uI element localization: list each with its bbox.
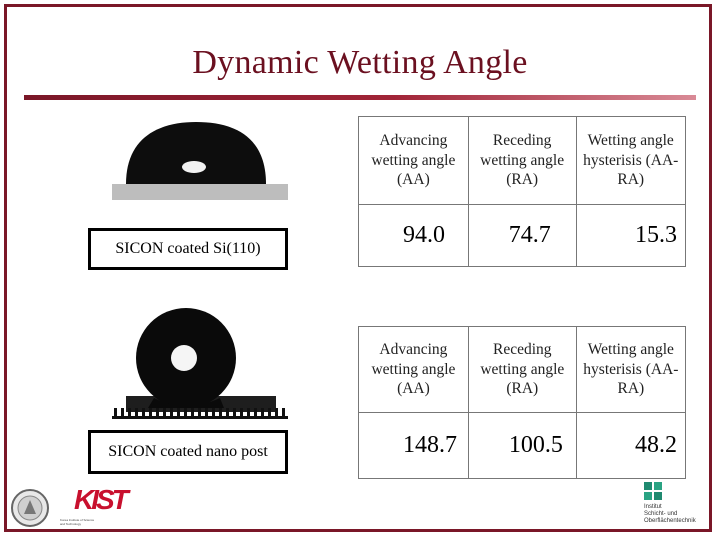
title-underline (24, 95, 696, 100)
kist-caption: Korea Institute of Science and Technolog… (60, 518, 95, 526)
wetting-table-nanopost: Advancing wetting angle (AA) Receding we… (358, 326, 687, 479)
header-advancing: Advancing wetting angle (AA) (358, 326, 469, 413)
header-receding: Receding wetting angle (RA) (467, 326, 577, 413)
droplet-image-flat (112, 118, 288, 200)
header-hysteresis: Wetting angle hysterisis (AA-RA) (575, 116, 686, 205)
value-hysteresis: 48.2 (575, 412, 687, 479)
header-hysteresis: Wetting angle hysterisis (AA-RA) (575, 326, 687, 413)
header-receding: Receding wetting angle (RA) (467, 116, 577, 205)
value-advancing: 148.7 (358, 412, 469, 479)
institute-logo: Institut Schicht- und Oberflächentechnik (640, 482, 710, 532)
institute-caption: Institut Schicht- und Oberflächentechnik (644, 504, 696, 524)
sample-label-flat: SICON coated Si(110) (88, 228, 288, 270)
header-advancing: Advancing wetting angle (AA) (358, 116, 469, 205)
kist-letters: KIST (74, 484, 129, 515)
slide-title: Dynamic Wetting Angle (192, 44, 528, 81)
droplet-image-nanopost (112, 304, 288, 436)
value-receding: 74.7 (467, 204, 577, 267)
university-seal-icon (11, 489, 49, 527)
value-receding: 100.5 (467, 412, 577, 479)
sample-label-nanopost: SICON coated nano post (88, 430, 288, 474)
slide-frame (4, 4, 712, 532)
kist-logo: KIST Korea Institute of Science and Tech… (60, 484, 134, 532)
value-hysteresis: 15.3 (575, 204, 686, 267)
wetting-table-flat: Advancing wetting angle (AA) Receding we… (358, 116, 686, 267)
institute-logo-icon (644, 482, 662, 500)
value-advancing: 94.0 (358, 204, 469, 267)
